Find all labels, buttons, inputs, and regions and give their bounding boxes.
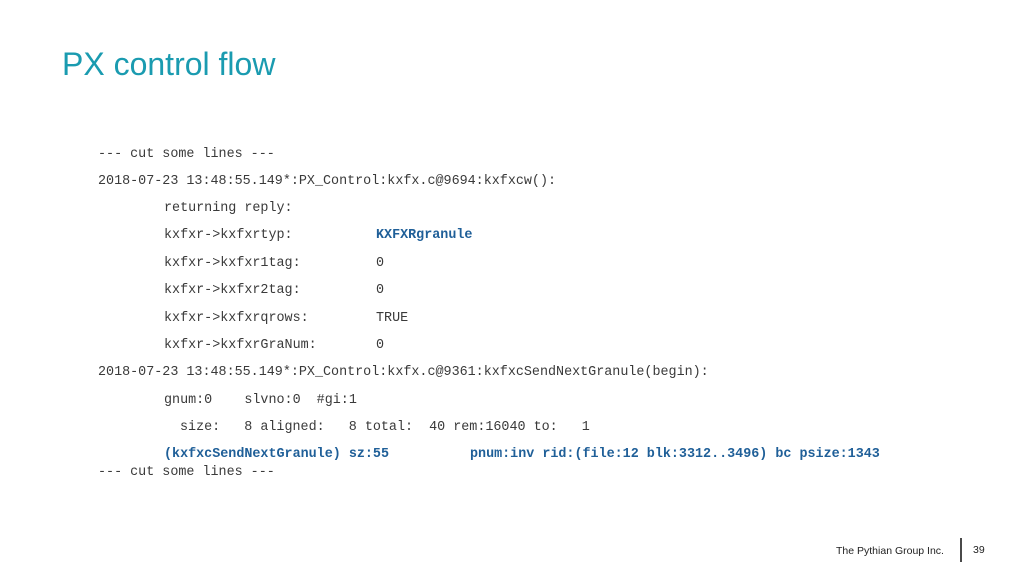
returning-reply-line: returning reply: — [164, 201, 293, 216]
field-label-kxfxrgranum: kxfxr->kxfxrGraNum: — [164, 338, 317, 353]
cut-marker-start: --- cut some lines --- — [98, 147, 275, 162]
footer-divider — [960, 538, 962, 562]
trace-line-send-next-granule: 2018-07-23 13:48:55.149*:PX_Control:kxfx… — [98, 365, 709, 380]
trace-line-kxfxcw: 2018-07-23 13:48:55.149*:PX_Control:kxfx… — [98, 174, 557, 189]
field-value-kxfxrqrows: TRUE — [376, 311, 409, 326]
size-line: size: 8 aligned: 8 total: 40 rem:16040 t… — [180, 420, 590, 435]
gnum-line: gnum:0 slvno:0 #gi:1 — [164, 393, 357, 408]
granule-call-line: (kxfxcSendNextGranule) sz:55 — [164, 447, 389, 462]
footer-company: The Pythian Group Inc. — [836, 545, 944, 557]
field-label-kxfxrqrows: kxfxr->kxfxrqrows: — [164, 311, 309, 326]
field-label-kxfxr1tag: kxfxr->kxfxr1tag: — [164, 256, 301, 271]
cut-marker-end: --- cut some lines --- — [98, 465, 275, 480]
field-value-kxfxrtyp: KXFXRgranule — [376, 228, 473, 243]
field-value-kxfxr1tag: 0 — [376, 256, 385, 271]
slide-title: PX control flow — [62, 46, 276, 82]
field-value-kxfxrgranum: 0 — [376, 338, 385, 353]
field-value-kxfxr2tag: 0 — [376, 283, 385, 298]
granule-detail-line: pnum:inv rid:(file:12 blk:3312..3496) bc… — [470, 447, 880, 462]
field-label-kxfxr2tag: kxfxr->kxfxr2tag: — [164, 283, 301, 298]
page-number: 39 — [973, 544, 985, 556]
field-label-kxfxrtyp: kxfxr->kxfxrtyp: — [164, 228, 293, 243]
